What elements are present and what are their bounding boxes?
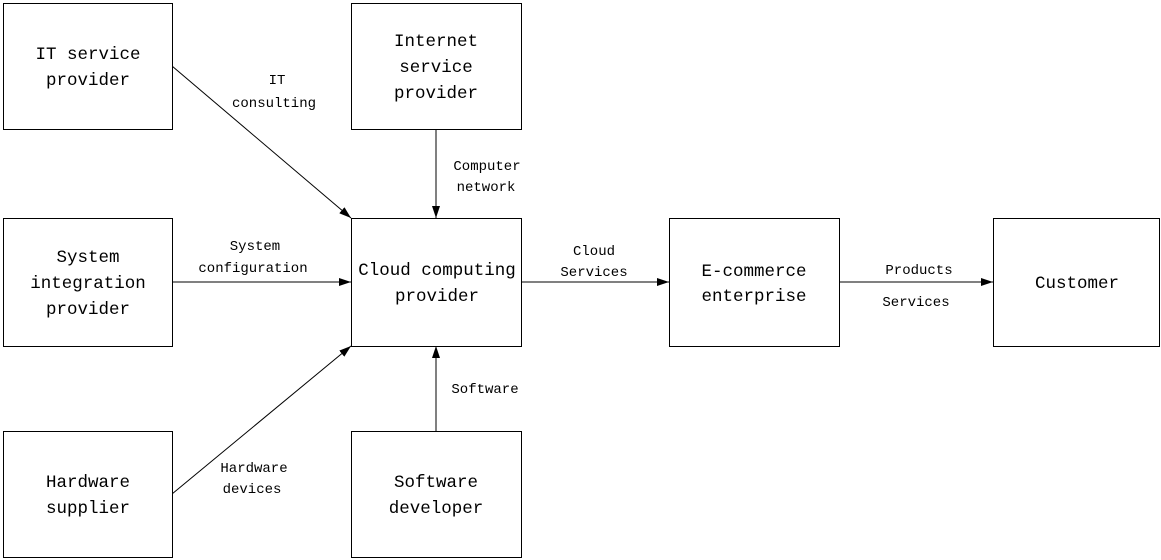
node-box — [351, 218, 522, 347]
node-box — [3, 431, 173, 558]
node-label: Customer — [1035, 274, 1119, 294]
node-label: enterprise — [701, 287, 806, 307]
node-box — [3, 3, 173, 130]
node-ecommerce-enterprise: E-commerce enterprise — [669, 218, 840, 347]
edge-hardware-devices: Hardware devices — [171, 345, 352, 498]
edge-computer-network: Computer network — [432, 129, 521, 218]
edge-label: Computer — [453, 159, 520, 175]
node-system-integration-provider: System integration provider — [3, 218, 173, 347]
edge-label: network — [457, 180, 516, 196]
edge-label: consulting — [232, 96, 316, 112]
node-label: integration — [30, 274, 146, 294]
node-box — [669, 218, 840, 347]
edge-software: Software — [432, 346, 519, 431]
node-box — [3, 218, 173, 347]
node-box — [351, 431, 522, 558]
node-software-developer: Software developer — [351, 431, 522, 558]
edge-system-configuration: System configuration — [172, 239, 351, 286]
node-cloud-computing-provider: Cloud computing provider — [351, 218, 522, 347]
edge-label: Software — [451, 382, 518, 398]
node-label: System — [56, 248, 119, 268]
node-box — [993, 218, 1160, 347]
node-box — [351, 3, 522, 130]
node-label: IT service — [35, 45, 140, 65]
node-label: Software — [394, 473, 478, 493]
node-label: Cloud computing — [358, 261, 516, 281]
edge-label: Products — [885, 263, 952, 279]
node-label: Hardware — [46, 473, 130, 493]
edge-label: IT — [269, 73, 286, 89]
edge-label: Cloud — [573, 244, 615, 260]
node-label: provider — [395, 287, 479, 307]
node-customer: Customer — [993, 218, 1160, 347]
edge-it-consulting: IT consulting — [171, 65, 352, 219]
edge-label: Services — [560, 265, 627, 281]
node-hardware-supplier: Hardware supplier — [3, 431, 173, 558]
edge-label: devices — [223, 482, 282, 498]
node-label: provider — [46, 300, 130, 320]
node-label: E-commerce — [701, 262, 806, 282]
node-label: developer — [389, 499, 484, 519]
node-label: service — [399, 58, 473, 78]
edge-it-consulting-arrow — [171, 65, 352, 219]
node-label: provider — [394, 84, 478, 104]
edge-label: configuration — [198, 261, 307, 277]
edge-label: Services — [882, 295, 949, 311]
node-label: Internet — [394, 32, 478, 52]
node-label: supplier — [46, 499, 130, 519]
node-label: provider — [46, 71, 130, 91]
edge-hardware-devices-arrow — [171, 345, 352, 495]
node-it-service-provider: IT service provider — [3, 3, 173, 130]
edge-label: Hardware — [220, 461, 287, 477]
edge-products-services: Products Services — [839, 263, 993, 311]
edge-cloud-services: Cloud Services — [521, 244, 669, 286]
edge-label: System — [230, 239, 280, 255]
node-internet-service-provider: Internet service provider — [351, 3, 522, 130]
